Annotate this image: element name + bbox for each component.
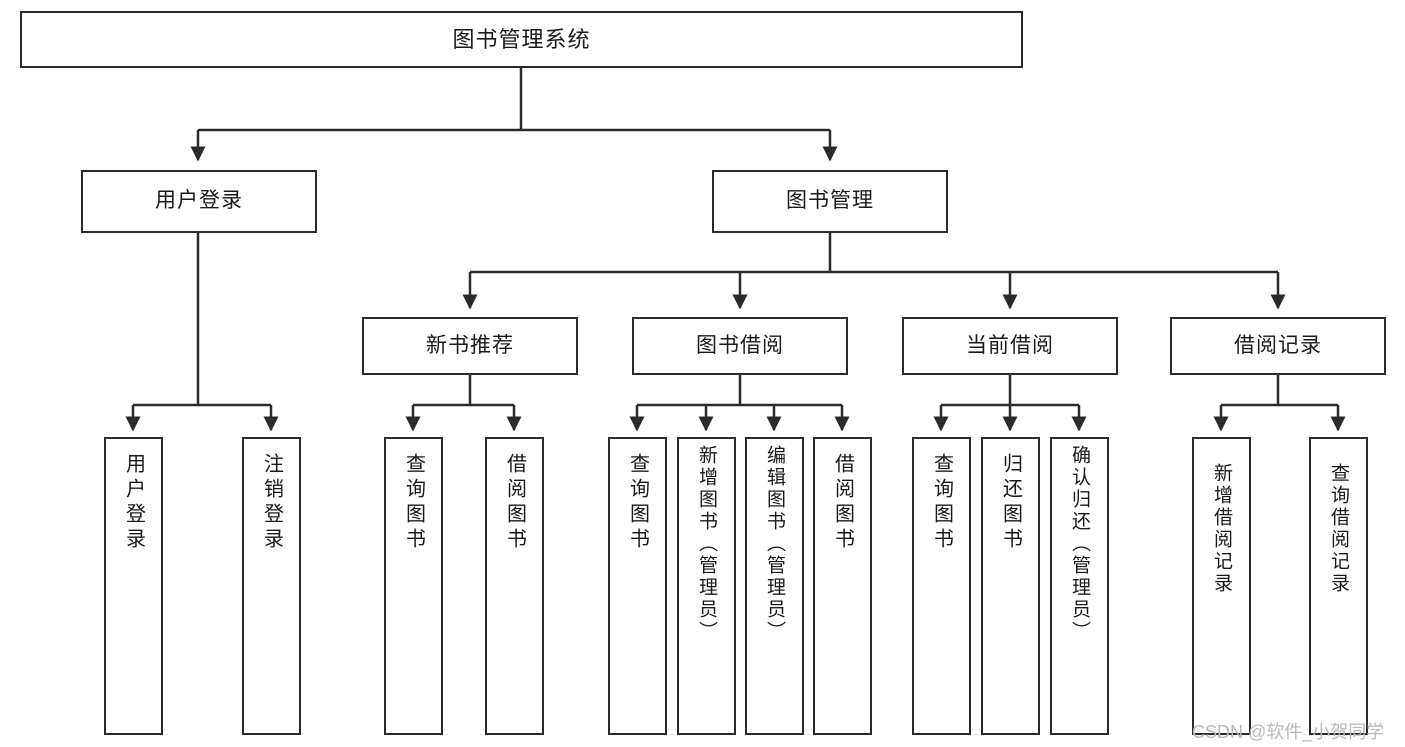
node-label: 图书借阅	[696, 333, 784, 357]
node-label: 新增借阅记录	[1211, 463, 1232, 595]
node-label: 用户登录	[155, 189, 243, 213]
node-label: 新增图书（管理员）	[696, 445, 717, 643]
leaf-current-borrow-confirm-return-admin[interactable]: 确认归还（管理员）	[1050, 437, 1109, 735]
leaf-current-borrow-return-book[interactable]: 归还图书	[981, 437, 1040, 735]
node-label: 确认归还（管理员）	[1069, 445, 1090, 643]
node-book-borrow[interactable]: 图书借阅	[632, 317, 848, 375]
node-label: 用户登录	[122, 453, 145, 553]
leaf-borrow-record-add-record[interactable]: 新增借阅记录	[1192, 437, 1251, 735]
leaf-borrow-record-query-record[interactable]: 查询借阅记录	[1309, 437, 1368, 735]
node-label: 借阅图书	[831, 453, 854, 553]
leaf-book-borrow-borrow-book[interactable]: 借阅图书	[813, 437, 872, 735]
csdn-watermark: CSDN @软件_小贺同学	[1192, 722, 1385, 742]
node-label: 借阅记录	[1234, 333, 1322, 357]
node-book-management[interactable]: 图书管理	[712, 170, 948, 233]
node-label: 查询图书	[930, 453, 953, 553]
leaf-book-borrow-add-book-admin[interactable]: 新增图书（管理员）	[677, 437, 736, 735]
node-new-book-recommend[interactable]: 新书推荐	[362, 317, 578, 375]
node-label: 注销登录	[260, 453, 283, 553]
node-label: 图书管理系统	[452, 26, 591, 52]
node-label: 查询图书	[402, 453, 425, 553]
node-borrow-record[interactable]: 借阅记录	[1170, 317, 1386, 375]
node-user-login[interactable]: 用户登录	[81, 170, 317, 233]
leaf-book-borrow-edit-book-admin[interactable]: 编辑图书（管理员）	[745, 437, 804, 735]
leaf-user-login-logout[interactable]: 注销登录	[242, 437, 301, 735]
leaf-new-book-borrow-book[interactable]: 借阅图书	[485, 437, 544, 735]
node-label: 新书推荐	[426, 333, 514, 357]
node-label: 当前借阅	[966, 333, 1054, 357]
node-label: 编辑图书（管理员）	[764, 445, 785, 643]
leaf-user-login-login[interactable]: 用户登录	[104, 437, 163, 735]
leaf-new-book-query-book[interactable]: 查询图书	[384, 437, 443, 735]
node-label: 图书管理	[786, 189, 874, 213]
leaf-current-borrow-query-book[interactable]: 查询图书	[912, 437, 971, 735]
node-label: 查询借阅记录	[1328, 463, 1349, 595]
leaf-book-borrow-query-book[interactable]: 查询图书	[608, 437, 667, 735]
node-current-borrow[interactable]: 当前借阅	[902, 317, 1118, 375]
node-label: 查询图书	[626, 453, 649, 553]
node-root-book-management-system[interactable]: 图书管理系统	[20, 11, 1023, 68]
node-label: 归还图书	[999, 453, 1022, 553]
node-label: 借阅图书	[503, 453, 526, 553]
